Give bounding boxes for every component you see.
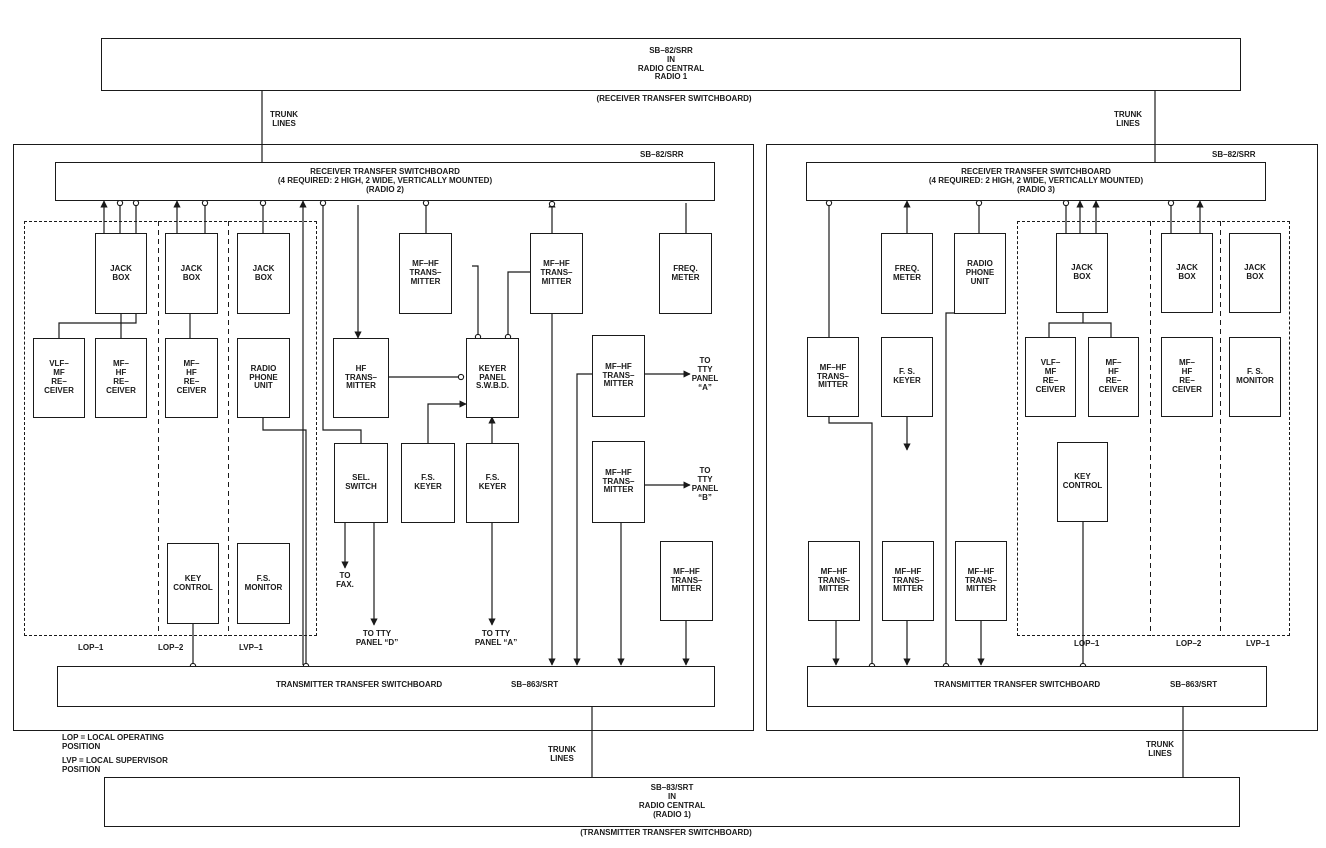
right-station-frame	[766, 144, 1318, 731]
fs-keyer: F.S. KEYER	[466, 443, 519, 523]
keyer-panel-swbd: KEYER PANEL S.W.B.D.	[466, 338, 519, 418]
bottom-panel-line4: (RADIO 1)	[653, 809, 691, 819]
radio-phone-unit: RADIO PHONE UNIT	[237, 338, 290, 418]
mf-hf-transmitter: MF–HF TRANS– MITTER	[399, 233, 452, 314]
jack-box: JACK BOX	[95, 233, 147, 314]
mf-hf-transmitter: MF–HF TRANS– MITTER	[807, 337, 859, 417]
left-transmitter-transfer-switchboard: TRANSMITTER TRANSFER SWITCHBOARD SB–863/…	[57, 666, 715, 707]
lop2-label: LOP–2	[1176, 639, 1202, 648]
mf-hf-transmitter: MF–HF TRANS– MITTER	[808, 541, 860, 621]
top-receiver-switchboard-panel: SB–82/SRR IN RADIO CENTRAL RADIO 1	[101, 38, 1241, 91]
top-panel-line1: SB–82/SRR	[649, 45, 693, 55]
mf-hf-transmitter: MF–HF TRANS– MITTER	[592, 335, 645, 417]
dashed-separator	[158, 221, 160, 636]
right-lop-lvp-group	[1017, 221, 1290, 636]
dashed-separator	[228, 221, 230, 636]
mf-hf-receiver: MF– HF RE– CEIVER	[1088, 337, 1139, 417]
freq-meter: FREQ. METER	[881, 233, 933, 314]
trunk-lines-label: TRUNK LINES	[270, 110, 298, 128]
freq-meter: FREQ. METER	[659, 233, 712, 314]
mf-hf-transmitter: MF–HF TRANS– MITTER	[882, 541, 934, 621]
bottom-transmitter-switchboard-panel: SB–83/SRT IN RADIO CENTRAL (RADIO 1)	[104, 777, 1240, 827]
sel-switch: SEL. SWITCH	[334, 443, 388, 523]
radio-phone-unit: RADIO PHONE UNIT	[954, 233, 1006, 314]
lvp1-label: LVP–1	[239, 643, 263, 652]
dashed-separator	[1150, 221, 1152, 636]
fs-keyer: F.S. KEYER	[401, 443, 455, 523]
mf-hf-transmitter: MF–HF TRANS– MITTER	[592, 441, 645, 523]
bottom-panel-line1: SB–83/SRT	[650, 783, 694, 793]
dashed-separator	[1220, 221, 1222, 636]
left-tx-board-code: SB–863/SRT	[511, 680, 559, 689]
to-tty-panel-b-label: TO TTY PANEL “B”	[691, 466, 719, 502]
bottom-panel-line2: IN	[668, 792, 676, 802]
mf-hf-receiver: MF– HF RE– CEIVER	[1161, 337, 1213, 417]
top-panel-line3: RADIO CENTRAL	[637, 63, 705, 73]
legend-lop: LOP = LOCAL OPERATING POSITION	[62, 733, 165, 751]
trunk-lines-label: TRUNK LINES	[548, 745, 576, 763]
jack-box: JACK BOX	[165, 233, 218, 314]
fs-monitor: F.S. MONITOR	[237, 543, 290, 624]
mf-hf-transmitter: MF–HF TRANS– MITTER	[955, 541, 1007, 621]
lop1-label: LOP–1	[1074, 639, 1100, 648]
mf-hf-receiver: MF– HF RE– CEIVER	[95, 338, 147, 418]
key-control: KEY CONTROL	[1057, 442, 1108, 522]
jack-box: JACK BOX	[237, 233, 290, 314]
left-rx-board-line2: (4 REQUIRED: 2 HIGH, 2 WIDE, VERTICALLY …	[277, 176, 493, 186]
right-transmitter-transfer-switchboard: TRANSMITTER TRANSFER SWITCHBOARD SB–863/…	[807, 666, 1267, 707]
mf-hf-transmitter: MF–HF TRANS– MITTER	[530, 233, 583, 314]
jack-box: JACK BOX	[1229, 233, 1281, 313]
to-tty-panel-d-label: TO TTY PANEL “D”	[355, 629, 399, 647]
bottom-panel-line3: RADIO CENTRAL	[638, 801, 706, 810]
right-rx-board-line1: RECEIVER TRANSFER SWITCHBOARD	[961, 167, 1111, 177]
top-panel-line4: RADIO 1	[654, 72, 688, 82]
to-tty-panel-a-label: TO TTY PANEL “A”	[474, 629, 518, 647]
to-fax-label: TO FAX.	[336, 571, 354, 589]
trunk-lines-label: TRUNK LINES	[1114, 110, 1142, 128]
lvp1-label: LVP–1	[1246, 639, 1270, 648]
top-panel-caption: (RECEIVER TRANSFER SWITCHBOARD)	[596, 94, 752, 103]
left-lop-lvp-group	[24, 221, 317, 636]
right-receiver-transfer-switchboard: RECEIVER TRANSFER SWITCHBOARD (4 REQUIRE…	[806, 162, 1266, 201]
left-frame-label: SB–82/SRR	[640, 150, 684, 159]
left-rx-board-line1: RECEIVER TRANSFER SWITCHBOARD	[310, 167, 460, 177]
bottom-panel-caption: (TRANSMITTER TRANSFER SWITCHBOARD)	[580, 828, 752, 837]
vlf-mf-receiver: VLF– MF RE– CEIVER	[1025, 337, 1076, 417]
jack-box: JACK BOX	[1056, 233, 1108, 313]
to-tty-panel-a-label: TO TTY PANEL “A”	[691, 356, 719, 392]
mf-hf-transmitter: MF–HF TRANS– MITTER	[660, 541, 713, 621]
left-receiver-transfer-switchboard: RECEIVER TRANSFER SWITCHBOARD (4 REQUIRE…	[55, 162, 715, 201]
right-rx-board-line2: (4 REQUIRED: 2 HIGH, 2 WIDE, VERTICALLY …	[928, 176, 1144, 186]
fs-monitor: F. S. MONITOR	[1229, 337, 1281, 417]
mf-hf-receiver: MF– HF RE– CEIVER	[165, 338, 218, 418]
key-control: KEY CONTROL	[167, 543, 219, 624]
right-tx-board-code: SB–863/SRT	[1170, 680, 1218, 689]
right-tx-board-title: TRANSMITTER TRANSFER SWITCHBOARD	[934, 680, 1101, 689]
vlf-mf-receiver: VLF– MF RE– CEIVER	[33, 338, 85, 418]
legend-lvp: LVP = LOCAL SUPERVISOR POSITION	[62, 756, 168, 774]
trunk-lines-label: TRUNK LINES	[1146, 740, 1174, 758]
right-rx-board-line3: (RADIO 3)	[1017, 184, 1055, 194]
hf-transmitter: HF TRANS– MITTER	[333, 338, 389, 418]
left-station-frame	[13, 144, 754, 731]
fs-keyer: F. S. KEYER	[881, 337, 933, 417]
jack-box: JACK BOX	[1161, 233, 1213, 313]
left-rx-board-line3: (RADIO 2)	[366, 184, 404, 194]
lop2-label: LOP–2	[158, 643, 184, 652]
right-frame-label: SB–82/SRR	[1212, 150, 1256, 159]
lop1-label: LOP–1	[78, 643, 104, 652]
left-tx-board-title: TRANSMITTER TRANSFER SWITCHBOARD	[276, 680, 443, 689]
top-panel-line2: IN	[667, 54, 675, 64]
